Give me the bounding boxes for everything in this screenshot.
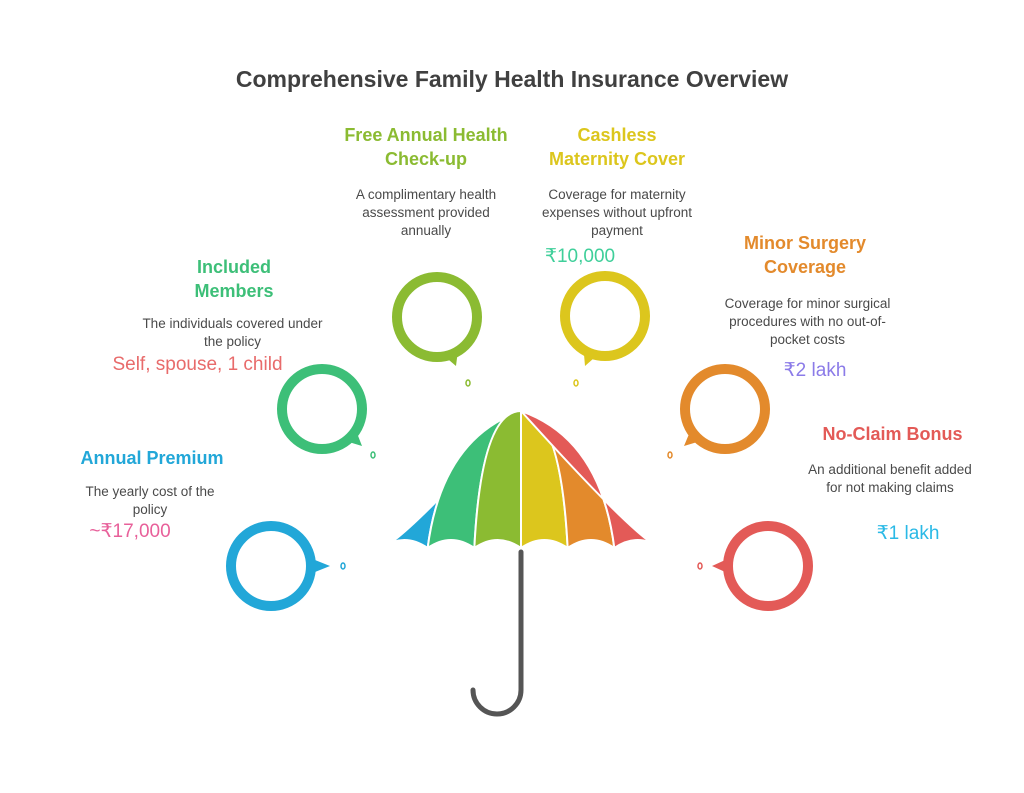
included-members-value: Self, spouse, 1 child — [112, 354, 283, 375]
bubbles — [226, 271, 813, 611]
annual-premium-bubble — [226, 521, 346, 611]
included-members-description: The individuals covered under the policy — [142, 316, 323, 349]
minor-surgery-description: Coverage for minor surgical procedures w… — [724, 296, 891, 347]
umbrella-handle — [470, 549, 524, 717]
cashless-maternity-description: Coverage for maternity expenses without … — [541, 187, 693, 238]
umbrella-canopy — [380, 409, 662, 551]
annual-premium-description: The yearly cost of the policy — [85, 484, 215, 517]
free-annual-checkup-description: A complimentary health assessment provid… — [355, 187, 497, 238]
no-claim-bonus-bubble — [697, 521, 813, 611]
cashless-maternity-bubble — [560, 271, 650, 387]
cashless-maternity-title: Cashless Maternity Cover — [548, 125, 686, 169]
minor-surgery-bubble — [667, 364, 770, 459]
free-annual-checkup-bubble — [392, 272, 482, 387]
annual-premium-title: Annual Premium — [80, 448, 224, 468]
canopy-panel — [473, 409, 523, 550]
free-annual-checkup-title: Free Annual Health Check-up — [344, 125, 508, 169]
minor-surgery-title: Minor Surgery Coverage — [743, 233, 867, 277]
annual-premium-value: ~₹17,000 — [89, 521, 171, 542]
included-members-title: Included Members — [194, 257, 274, 301]
minor-surgery-value: ₹2 lakh — [783, 360, 847, 381]
canopy-panel — [520, 410, 662, 550]
no-claim-bonus-value: ₹1 lakh — [876, 523, 940, 544]
no-claim-bonus-title: No-Claim Bonus — [822, 424, 963, 444]
page-title: Comprehensive Family Health Insurance Ov… — [235, 66, 789, 92]
no-claim-bonus-description: An additional benefit added for not maki… — [808, 462, 972, 495]
included-members-bubble — [277, 364, 376, 459]
cashless-maternity-value: ₹10,000 — [544, 246, 616, 267]
